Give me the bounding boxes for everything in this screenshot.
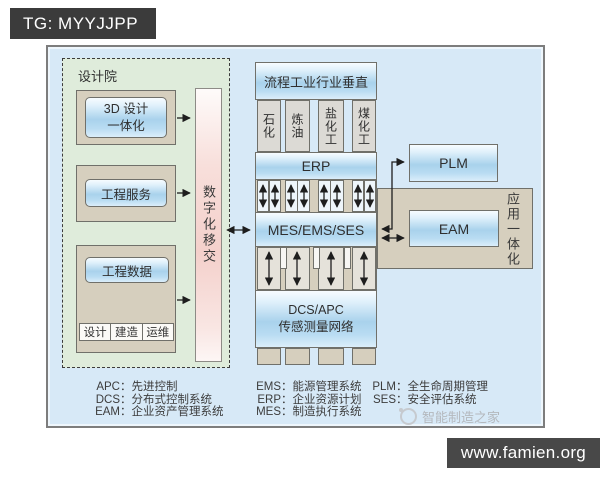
legend-term: 企业资源计划 (292, 393, 362, 406)
dcs-stub (318, 348, 344, 365)
engineering-data-box: 工程数据 (85, 257, 169, 283)
link-strip (269, 180, 281, 212)
watermark-text: 智能制造之家 (422, 410, 501, 425)
legend-row-eam: EAM：企业资产管理系统 (86, 406, 224, 419)
eam-box: EAM (409, 210, 499, 247)
legend-sep: ： (281, 393, 293, 406)
legend-column-2: EMS：能源管理系统 ERP：企业资源计划 MES：制造执行系统 (247, 381, 362, 419)
engineering-service-label: 工程服务 (100, 187, 151, 202)
industry-label: 石化 (261, 113, 276, 139)
legend-row-ses: SES：安全评估系统 (362, 394, 488, 407)
dcs-stub (285, 348, 310, 365)
lifecycle-cells-row: 设计 建造 运维 (79, 323, 174, 341)
dcs-stub (352, 348, 376, 365)
erp-box: ERP (255, 152, 377, 180)
tg-tag-banner: TG: MYYJJPP (10, 8, 156, 39)
legend-abbr: DCS (95, 393, 120, 406)
process-industry-header-label: 流程工业行业垂直 (263, 74, 368, 90)
legend-abbr: APC (96, 381, 120, 393)
link-column (352, 247, 376, 290)
industry-label: 煤化工 (356, 106, 371, 146)
legend-row-mes: MES：制造执行系统 (247, 406, 362, 419)
legend-sep: ： (120, 381, 132, 393)
legend-row-dcs: DCS：分布式控制系统 (86, 394, 224, 407)
legend-row-ems: EMS：能源管理系统 (247, 381, 362, 394)
industry-label: 盐化工 (323, 106, 338, 146)
legend-abbr: MES (256, 406, 281, 419)
legend-sep: ： (281, 381, 293, 393)
plm-box: PLM (409, 144, 498, 182)
mes-box: MES/EMS/SES (255, 212, 377, 247)
legend-term: 先进控制 (131, 381, 178, 393)
plm-label: PLM (439, 155, 468, 171)
watermark: 智能制造之家 (399, 407, 501, 426)
link-strip (364, 180, 376, 212)
link-column (285, 247, 310, 290)
link-strip (330, 180, 344, 212)
process-industry-header-box: 流程工业行业垂直 (255, 62, 377, 100)
legend-abbr: SES (372, 393, 396, 406)
link-stub (280, 247, 287, 269)
app-integration-label: 应用一体化 (505, 191, 520, 267)
cell-operate: 运维 (141, 323, 174, 341)
legend-term: 企业资产管理系统 (131, 406, 224, 419)
dcs-label-line2: 传感测量网络 (278, 320, 354, 334)
legend-term: 制造执行系统 (292, 406, 362, 419)
legend-column-1: APC：先进控制 DCS：分布式控制系统 EAM：企业资产管理系统 (86, 381, 224, 419)
legend-abbr: EMS (256, 381, 281, 393)
link-stub (313, 247, 320, 269)
industry-col-refining: 炼油 (285, 100, 310, 152)
link-strip (257, 180, 269, 212)
industry-label: 炼油 (290, 113, 304, 139)
legend-row-plm: PLM：全生命周期管理 (362, 381, 488, 394)
dcs-stub (257, 348, 281, 365)
industry-col-petrochemical: 石化 (257, 100, 281, 152)
dcs-box: DCS/APC 传感测量网络 (255, 290, 377, 348)
legend-sep: ： (120, 406, 132, 419)
link-column (257, 247, 281, 290)
3d-design-line1: 3D 设计 (103, 102, 149, 117)
engineering-data-label: 工程数据 (101, 264, 152, 279)
link-strip (352, 180, 364, 212)
site-url-banner: www.famien.org (447, 438, 600, 468)
design-institute-label: 设计院 (78, 69, 118, 84)
cell-build: 建造 (110, 323, 143, 341)
dcs-label-line1: DCS/APC (288, 302, 344, 317)
legend-term: 安全评估系统 (407, 393, 477, 406)
legend-abbr: EAM (95, 406, 120, 419)
digital-transfer-label: 数字化移交 (201, 185, 216, 265)
legend-term: 能源管理系统 (292, 381, 362, 393)
industry-col-salt-chem: 盐化工 (318, 100, 344, 152)
engineering-service-box: 工程服务 (85, 179, 167, 207)
mes-label: MES/EMS/SES (267, 221, 365, 238)
link-stub (344, 247, 351, 269)
legend-row-apc: APC：先进控制 (86, 381, 224, 394)
eam-label: EAM (438, 220, 470, 237)
watermark-logo-icon (399, 408, 417, 425)
digital-transfer-bar: 数字化移交 (195, 88, 222, 362)
legend-sep: ： (396, 381, 408, 393)
legend-term: 全生命周期管理 (407, 381, 489, 393)
legend-sep: ： (120, 393, 132, 406)
cell-design: 设计 (79, 323, 112, 341)
link-column (318, 247, 344, 290)
erp-label: ERP (301, 158, 331, 174)
3d-design-line2: 一体化 (107, 118, 145, 133)
3d-design-box: 3D 设计 一体化 (85, 97, 167, 138)
legend-sep: ： (396, 393, 408, 406)
link-strip (297, 180, 310, 212)
legend-column-3: PLM：全生命周期管理 SES：安全评估系统 (362, 381, 488, 406)
legend-term: 分布式控制系统 (131, 393, 213, 406)
legend-abbr: PLM (372, 381, 396, 393)
industry-col-coal-chem: 煤化工 (352, 100, 376, 152)
legend-row-erp: ERP：企业资源计划 (247, 393, 362, 407)
legend-abbr: ERP (257, 393, 281, 406)
app-integration-label-wrap: 应用一体化 (503, 190, 522, 268)
legend-sep: ： (281, 406, 293, 419)
